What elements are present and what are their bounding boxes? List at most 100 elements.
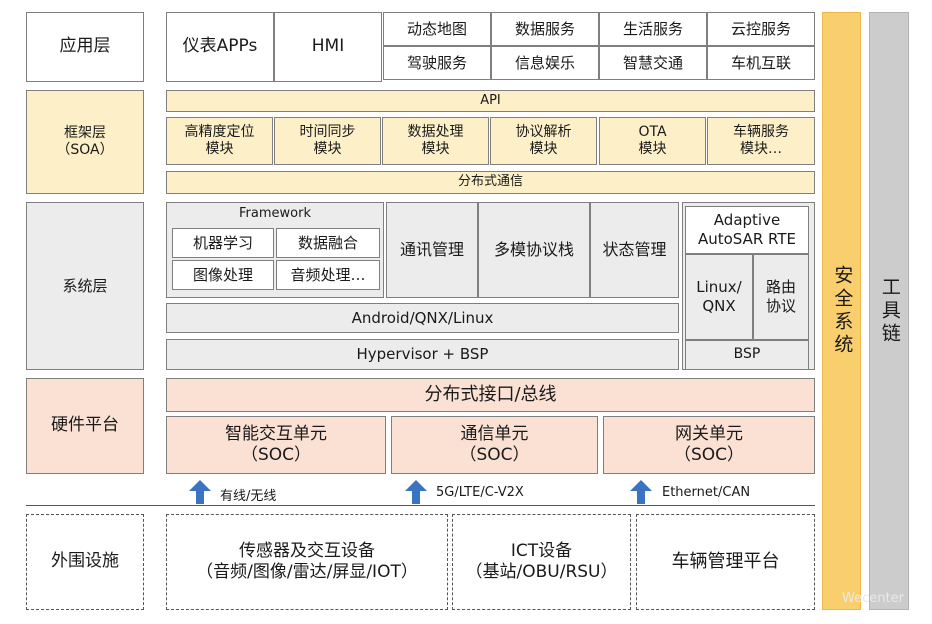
system-framework-item-text: 音频处理…: [290, 265, 366, 284]
system-os-text: Android/QNX/Linux: [351, 308, 494, 327]
layer-label-hardware: 硬件平台: [26, 378, 144, 474]
layer-label-system-text: 系统层: [62, 276, 108, 295]
app-grid-item: 车机互联: [707, 46, 815, 80]
hardware-unit-line1: 网关单元: [675, 423, 743, 444]
peripheral-vehicle-platform: 车辆管理平台: [636, 514, 815, 610]
system-framework-item-text: 机器学习: [192, 233, 253, 252]
side-toolchain: 工具链: [869, 12, 909, 610]
framework-module-line2: 模块…: [740, 141, 782, 157]
system-os: Android/QNX/Linux: [166, 303, 679, 333]
app-grid-item: 数据服务: [491, 12, 599, 46]
framework-module-line1: 高精度定位: [184, 123, 255, 140]
system-comm-mgmt-text: 通讯管理: [399, 240, 464, 259]
app-grid-item: 智慧交通: [599, 46, 707, 80]
system-routing-line2: 协议: [765, 297, 796, 315]
system-framework-item-text: 数据融合: [297, 233, 358, 252]
system-framework-item: 音频处理…: [276, 260, 380, 290]
system-autosar-line1: Adaptive: [713, 211, 781, 230]
framework-api: API: [166, 90, 815, 112]
system-multi-protocol-text: 多模协议栈: [493, 240, 574, 259]
side-security-system-text: 安全系统: [831, 265, 854, 357]
separator-line: [26, 505, 815, 506]
layer-label-app: 应用层: [26, 12, 144, 82]
framework-module-line2: 模块: [421, 141, 450, 157]
link-label-cellular: 5G/LTE/C-V2X: [436, 485, 524, 500]
hardware-unit-line2: （SOC）: [240, 445, 312, 465]
system-status-mgmt-text: 状态管理: [602, 240, 667, 259]
app-hmi: HMI: [274, 12, 382, 82]
up-arrow-icon: [189, 480, 211, 504]
system-comm-mgmt: 通讯管理: [386, 202, 478, 298]
app-grid-item-text: 智慧交通: [622, 53, 683, 72]
layer-label-app-text: 应用层: [59, 36, 111, 57]
framework-module-line1: 数据处理: [407, 123, 464, 140]
peripheral-sensors-line2: （音频/图像/雷达/屏显/IOT）: [196, 562, 418, 582]
app-grid-item: 云控服务: [707, 12, 815, 46]
framework-distributed-comm-text: 分布式通信: [457, 174, 523, 190]
app-grid-item: 动态地图: [383, 12, 491, 46]
system-framework-item-text: 图像处理: [192, 265, 253, 284]
app-instrument: 仪表APPs: [166, 12, 274, 82]
framework-module-line2: 模块: [205, 141, 234, 157]
system-routing: 路由协议: [753, 254, 809, 340]
framework-distributed-comm: 分布式通信: [166, 171, 815, 194]
system-routing-line1: 路由: [765, 278, 796, 297]
framework-module-line2: 模块: [638, 141, 667, 157]
framework-module-line2: 模块: [529, 141, 558, 157]
peripheral-sensors-line1: 传感器及交互设备: [239, 540, 375, 561]
layer-label-hardware-text: 硬件平台: [51, 415, 119, 436]
framework-module-line1: OTA: [638, 123, 667, 140]
app-grid-item-text: 生活服务: [622, 19, 683, 38]
hardware-unit: 网关单元（SOC）: [603, 416, 815, 474]
link-label-ethernet: Ethernet/CAN: [662, 485, 751, 500]
app-grid-item: 生活服务: [599, 12, 707, 46]
app-grid-item-text: 动态地图: [406, 19, 467, 38]
app-grid-item-text: 车机互联: [730, 53, 791, 72]
app-grid-item-text: 信息娱乐: [514, 53, 575, 72]
system-linux-qnx-line2: QNX: [702, 297, 736, 315]
layer-label-peripheral-text: 外围设施: [51, 551, 119, 572]
hardware-unit: 通信单元（SOC）: [391, 416, 598, 474]
framework-module-line2: 模块: [313, 141, 342, 157]
system-multi-protocol: 多模协议栈: [478, 202, 590, 298]
hardware-unit: 智能交互单元（SOC）: [166, 416, 386, 474]
system-bsp-text: BSP: [733, 346, 761, 363]
framework-module: 协议解析模块: [490, 117, 597, 165]
system-hypervisor: Hypervisor + BSP: [166, 339, 679, 370]
hardware-unit-line2: （SOC）: [673, 445, 745, 465]
hardware-unit-line1: 通信单元: [460, 423, 529, 444]
layer-label-system: 系统层: [26, 202, 144, 370]
peripheral-ict-line1: ICT设备: [510, 540, 573, 561]
system-framework-item: 数据融合: [276, 228, 380, 258]
peripheral-sensors: 传感器及交互设备（音频/图像/雷达/屏显/IOT）: [166, 514, 448, 610]
system-framework-item: 图像处理: [172, 260, 274, 290]
side-security-system: 安全系统: [822, 12, 861, 610]
app-grid-item: 信息娱乐: [491, 46, 599, 80]
framework-module-line1: 协议解析: [515, 123, 572, 140]
framework-api-text: API: [480, 92, 501, 108]
peripheral-ict-line2: （基站/OBU/RSU）: [465, 562, 618, 582]
framework-module-line1: 时间同步: [299, 123, 356, 140]
hardware-bus-text: 分布式接口/总线: [424, 383, 557, 405]
up-arrow-icon: [630, 480, 652, 504]
system-autosar-line2: AutoSAR RTE: [697, 230, 797, 248]
up-arrow-icon: [405, 480, 427, 504]
hardware-unit-line2: （SOC）: [459, 445, 530, 465]
app-grid-item-text: 数据服务: [514, 19, 575, 38]
system-framework-item: 机器学习: [172, 228, 274, 258]
system-status-mgmt: 状态管理: [590, 202, 679, 298]
link-label-wired: 有线/无线: [220, 489, 277, 504]
hardware-bus: 分布式接口/总线: [166, 378, 815, 412]
layer-label-peripheral: 外围设施: [26, 514, 144, 610]
system-linux-qnx: Linux/QNX: [685, 254, 753, 340]
side-toolchain-text: 工具链: [878, 276, 901, 346]
layer-label-framework-line2: （SOA）: [56, 142, 114, 158]
framework-module: 时间同步模块: [274, 117, 381, 165]
app-instrument-text: 仪表APPs: [182, 36, 258, 57]
system-bsp: BSP: [685, 340, 809, 370]
app-grid-item-text: 云控服务: [730, 19, 791, 38]
hardware-unit-line1: 智能交互单元: [225, 423, 327, 444]
framework-module-line1: 车辆服务: [733, 123, 789, 140]
